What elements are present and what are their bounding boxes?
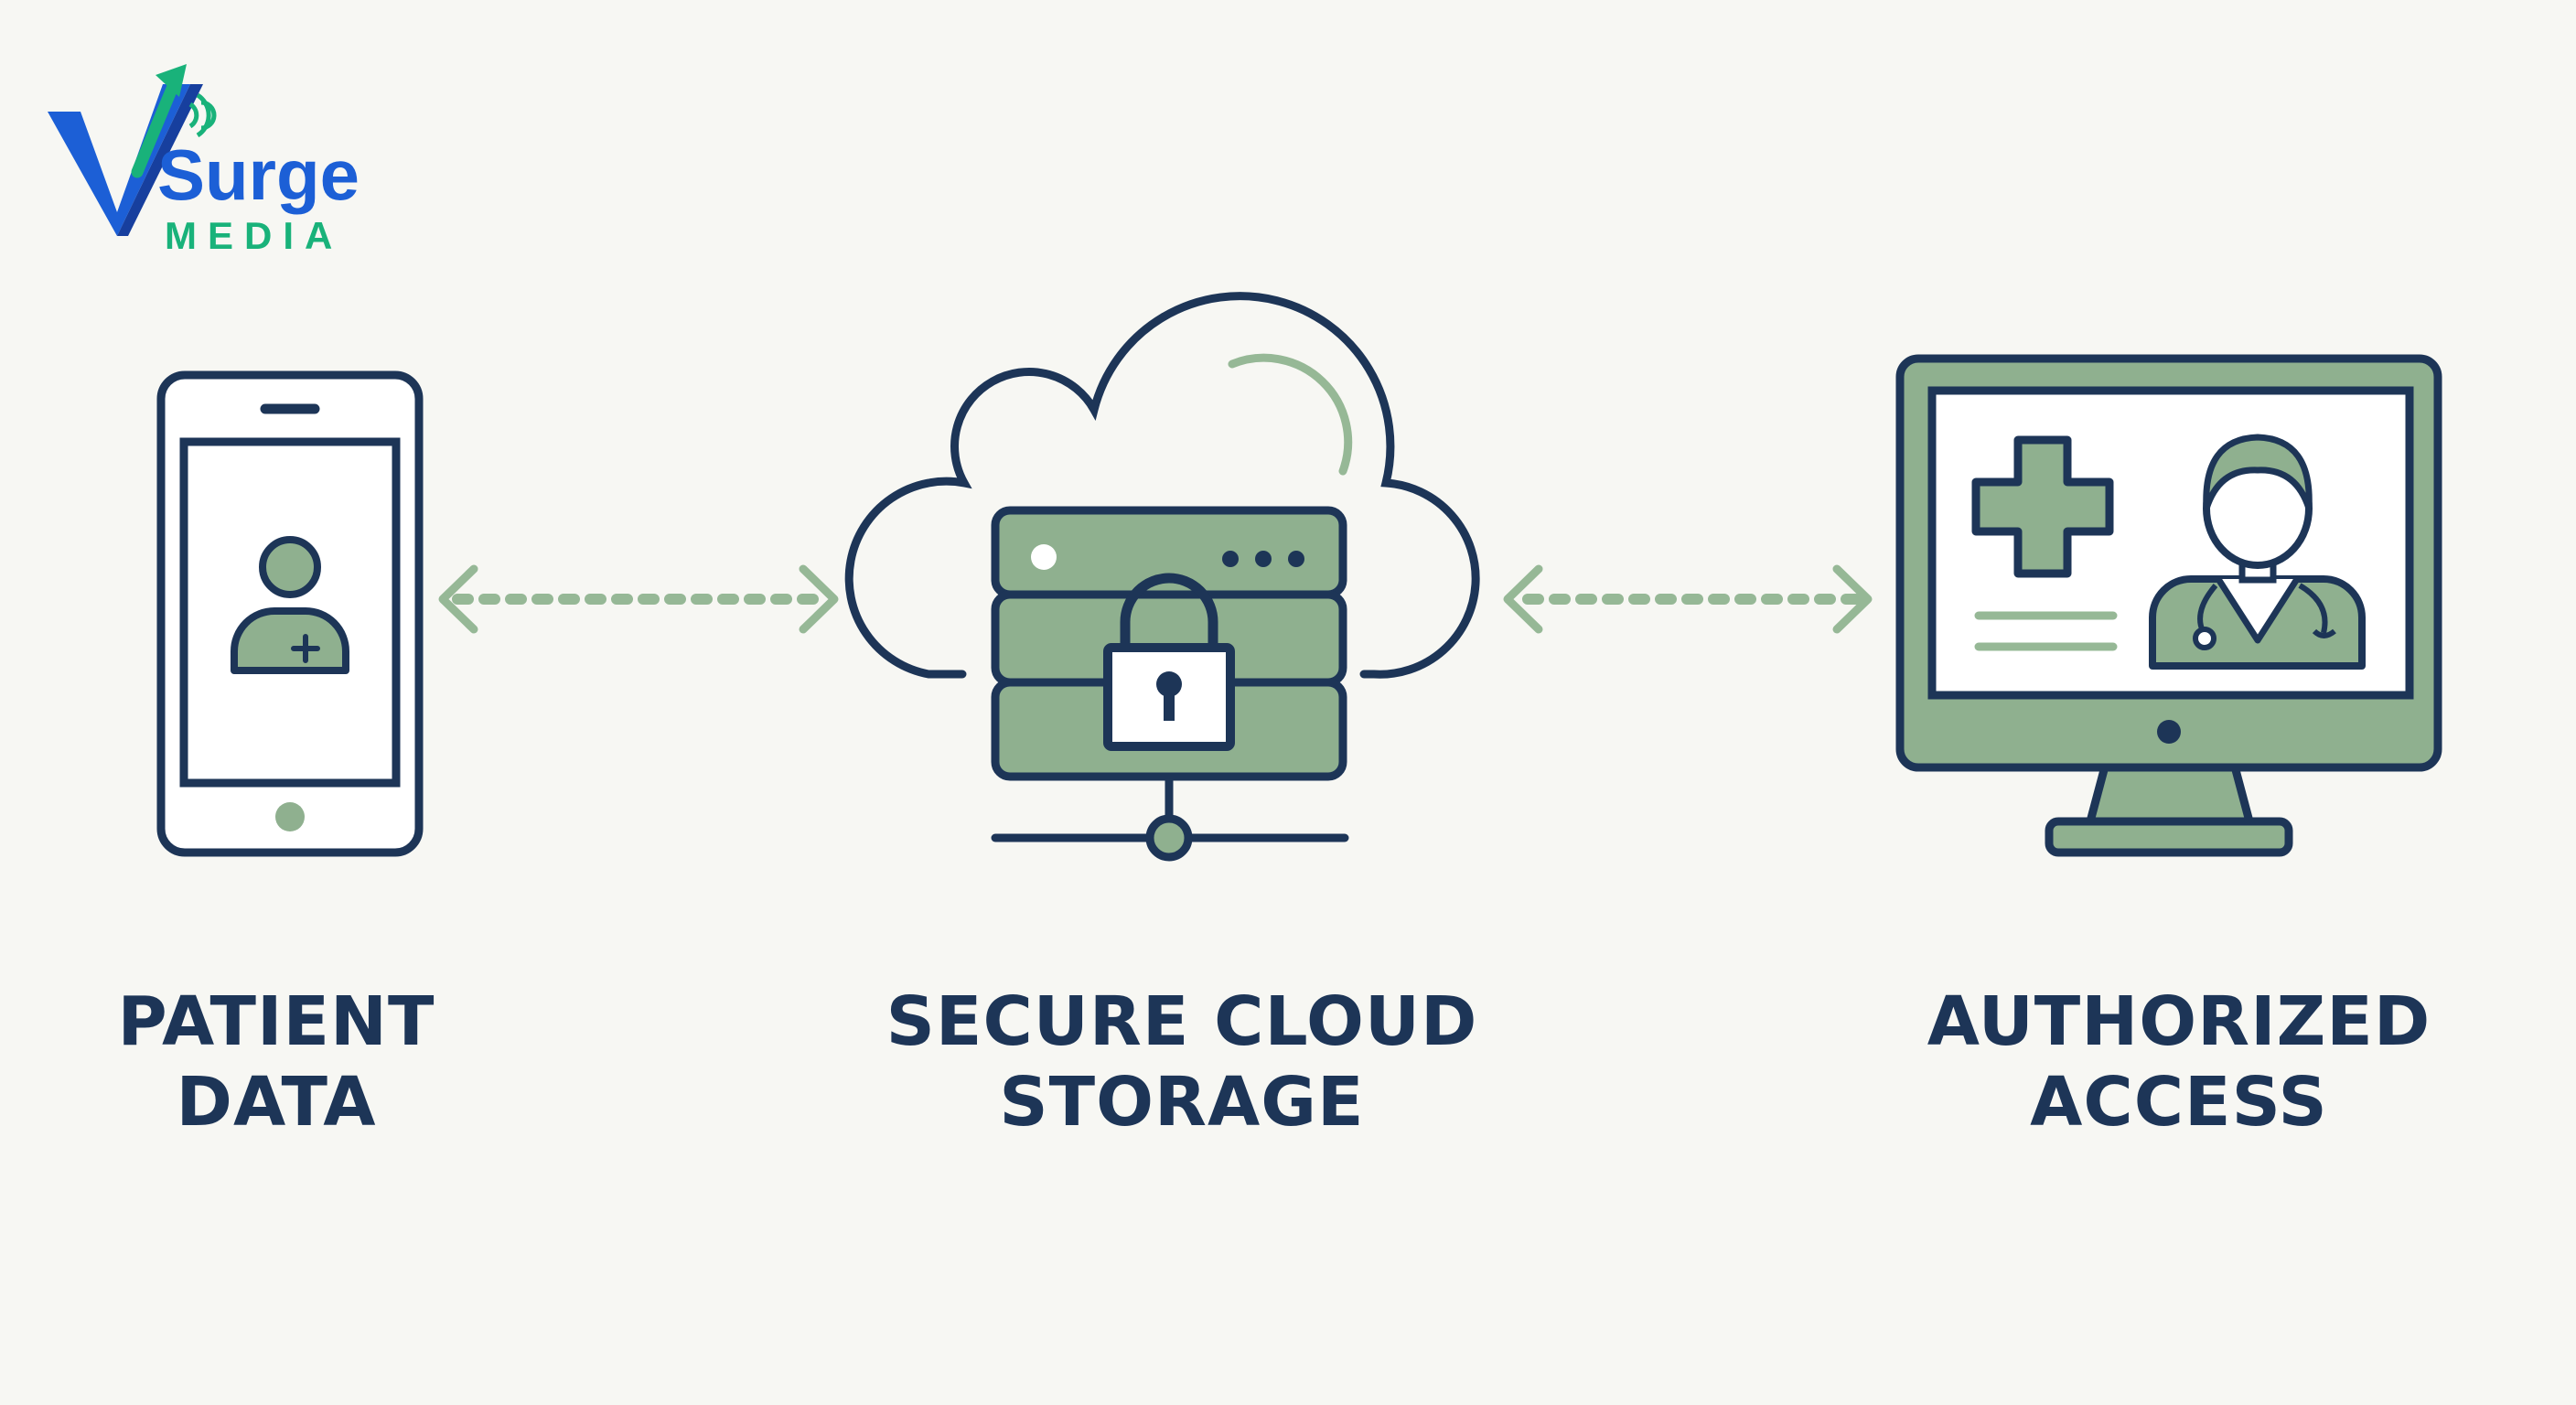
monitor-doctor-icon — [1895, 354, 2442, 857]
connector-cloud-access — [1503, 564, 1873, 634]
server-stack-icon — [991, 506, 1347, 781]
node-label-cloud: SECURE CLOUD STORAGE — [886, 982, 1478, 1142]
network-node-icon — [991, 777, 1349, 862]
label-access-line1: AUTHORIZED — [1927, 982, 2431, 1061]
v-arrow-logo-icon — [48, 64, 217, 236]
arrowhead-right — [799, 564, 839, 634]
patient-avatar-icon — [231, 536, 349, 674]
brand-logo: Surge MEDIA — [48, 64, 360, 257]
arrowhead-left — [438, 564, 478, 634]
label-access-line2: ACCESS — [2030, 1063, 2328, 1142]
node-label-patient: PATIENT DATA — [118, 982, 435, 1142]
connector-patient-cloud — [438, 564, 839, 634]
label-cloud-line1: SECURE CLOUD — [886, 982, 1478, 1061]
medical-cross-icon — [1971, 435, 2114, 578]
label-cloud-line2: STORAGE — [999, 1063, 1364, 1142]
label-patient-line2: DATA — [177, 1063, 377, 1142]
arrowhead-right — [1832, 564, 1873, 634]
doctor-avatar-icon — [2149, 434, 2366, 670]
smartphone-patient-icon — [156, 370, 424, 857]
node-label-access: AUTHORIZED ACCESS — [1927, 982, 2431, 1142]
cloud-server-lock-icon — [844, 292, 1480, 862]
padlock-icon — [1103, 573, 1235, 751]
brand-name-top: Surge — [157, 134, 360, 215]
brand-name-bottom: MEDIA — [165, 214, 343, 257]
label-patient-line1: PATIENT — [118, 982, 435, 1061]
arrowhead-left — [1503, 564, 1543, 634]
